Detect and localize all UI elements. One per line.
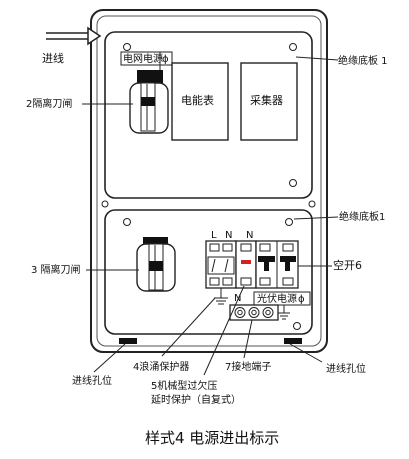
breaker-label: 空开6 <box>333 258 362 272</box>
screw-top-left <box>123 43 131 51</box>
surge-protector: L N <box>205 230 237 305</box>
insulation-board-top-leader <box>295 56 339 61</box>
terminal-N-right-label: N <box>246 230 253 241</box>
screw-mid-right <box>308 200 316 208</box>
ground-terminal <box>229 304 279 321</box>
screw-upper-board-right <box>289 179 297 187</box>
screw-mid-left <box>101 200 109 208</box>
surge-protector-leader <box>161 297 216 357</box>
lower-isolator-label: 3 隔离刀闸 <box>31 263 81 276</box>
ground-terminal-label: 7接地端子 <box>225 360 271 373</box>
entry-hole-right <box>284 338 302 344</box>
lower-isolator <box>136 237 176 292</box>
pv-power-tag-symbol: ϕ <box>298 294 305 305</box>
figure-caption: 样式4 电源进出标示 <box>145 429 279 447</box>
screw-lower-right <box>285 218 293 226</box>
cabinet-inner <box>96 15 322 347</box>
upper-isolator <box>129 70 169 134</box>
collector-box <box>240 62 298 141</box>
collector-label: 采集器 <box>250 93 283 107</box>
relay-leader <box>203 285 245 376</box>
grid-power-tag-symbol: ϕ <box>162 54 169 65</box>
circuit-breaker <box>255 240 299 289</box>
entry-hole-left-label: 进线孔位 <box>72 374 112 387</box>
meter-label: 电能表 <box>181 93 214 107</box>
terminal-N-left-label: N <box>225 230 232 241</box>
insulation-board-top-label: 绝缘底板 1 <box>338 54 388 67</box>
screw-lower-bottom-right <box>293 322 301 330</box>
terminal-L-label: L <box>211 230 217 241</box>
ground-terminal-leader <box>243 319 253 359</box>
grid-power-tag-text: 电网电源 <box>123 52 163 65</box>
insulation-board-bottom-label: 绝缘底板1 <box>339 210 385 223</box>
grid-power-tag <box>120 51 173 66</box>
entry-hole-right-leader <box>289 343 323 363</box>
pv-power-tag-text: 光伏电源 <box>257 292 297 305</box>
incoming-arrow <box>46 26 102 46</box>
incoming-line-label: 进线 <box>42 51 64 65</box>
relay-label-line1: 5机械型过欠压 <box>151 379 217 392</box>
upper-isolator-label: 2隔离刀闸 <box>26 97 72 110</box>
relay-label-line2: 延时保护（自复式） <box>151 393 241 406</box>
entry-hole-right-label: 进线孔位 <box>326 362 366 375</box>
pv-power-tag <box>253 291 311 306</box>
ground-symbol <box>278 305 290 320</box>
entry-hole-left <box>119 338 137 344</box>
terminal-N-ground-label: N <box>234 293 241 304</box>
insulation-board-bottom-leader <box>293 216 339 220</box>
screw-top-right <box>289 43 297 51</box>
screw-lower-left <box>123 218 131 226</box>
surge-protector-label: 4浪涌保护器 <box>133 360 189 373</box>
meter-box <box>171 62 229 141</box>
entry-hole-left-leader <box>93 343 126 373</box>
